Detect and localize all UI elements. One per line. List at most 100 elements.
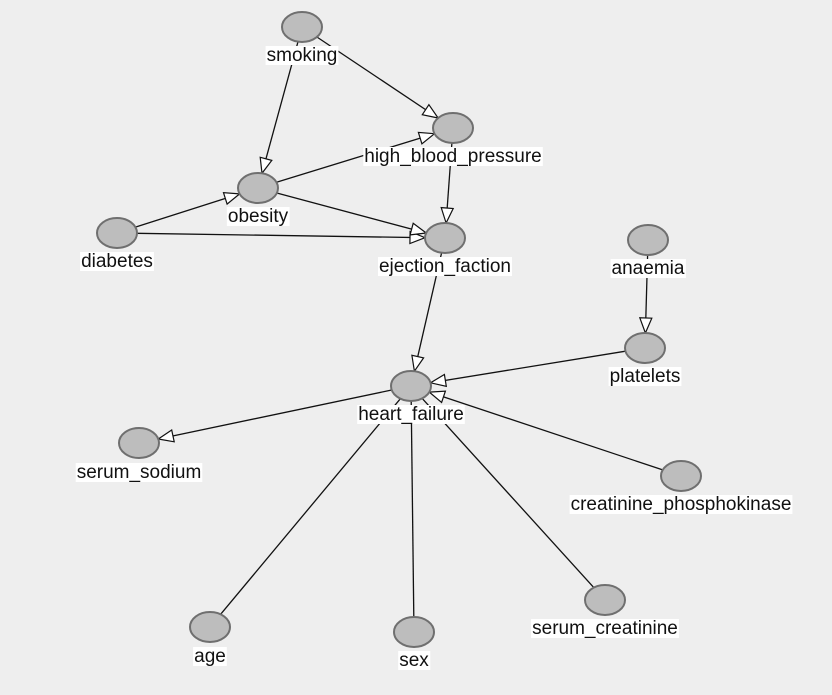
label-group-platelets: platelets (608, 366, 682, 387)
node-ellipse[interactable] (393, 616, 435, 648)
edge-serum_creatinine-to-heart_failure (421, 397, 595, 589)
node-ellipse[interactable] (96, 217, 138, 249)
label-group-age: age (193, 646, 227, 667)
edge-obesity-to-ejection_faction (276, 192, 428, 236)
label-group-obesity: obesity (226, 206, 290, 227)
node-ellipse[interactable] (624, 332, 666, 364)
edges-layer (135, 36, 663, 618)
edge-diabetes-to-ejection_faction (136, 230, 427, 245)
node-high_blood_pressure[interactable] (432, 112, 474, 144)
edge-line (421, 397, 595, 589)
node-smoking[interactable] (281, 11, 323, 43)
arrowhead-icon (222, 192, 242, 206)
node-heart_failure[interactable] (390, 370, 432, 402)
node-label: platelets (610, 366, 681, 387)
label-group-anaemia: anaemia (610, 258, 686, 279)
arrowhead-icon (428, 373, 448, 388)
node-label: serum_sodium (77, 462, 202, 483)
nodes-layer (96, 11, 702, 648)
label-group-serum_sodium: serum_sodium (75, 462, 203, 483)
label-background (363, 147, 543, 166)
arrowhead-icon (427, 390, 447, 404)
node-diabetes[interactable] (96, 217, 138, 249)
node-label: high_blood_pressure (364, 146, 541, 167)
node-ellipse[interactable] (237, 172, 279, 204)
node-label: smoking (267, 45, 338, 66)
label-background (265, 46, 339, 65)
arrowhead-icon (259, 156, 273, 175)
edge-line (276, 133, 435, 183)
edge-line (158, 389, 392, 440)
edge-line (430, 350, 626, 384)
arrowhead-icon (411, 354, 425, 373)
arrowhead-icon (638, 317, 653, 335)
edge-creatinine_phosphokinase-to-heart_failure (427, 390, 663, 471)
node-obesity[interactable] (237, 172, 279, 204)
label-group-diabetes: diabetes (80, 251, 154, 272)
label-background (357, 405, 465, 424)
node-label: ejection_faction (379, 256, 511, 277)
node-ellipse[interactable] (281, 11, 323, 43)
node-serum_sodium[interactable] (118, 427, 160, 459)
node-label: age (194, 646, 226, 667)
edge-line (410, 400, 415, 618)
node-ellipse[interactable] (390, 370, 432, 402)
edge-heart_failure-to-serum_sodium (156, 389, 392, 443)
node-ellipse[interactable] (189, 611, 231, 643)
label-background (378, 257, 512, 276)
edge-age-to-heart_failure (220, 398, 401, 615)
edge-line (136, 232, 426, 239)
node-ellipse[interactable] (584, 584, 626, 616)
edge-line (135, 193, 240, 228)
label-background (569, 495, 793, 514)
label-background (610, 259, 686, 278)
arrowhead-icon (417, 131, 437, 145)
node-ejection_faction[interactable] (424, 222, 466, 254)
arrowhead-icon (156, 429, 175, 443)
node-label: anaemia (612, 258, 685, 279)
label-group-sex: sex (398, 650, 431, 671)
edge-line (220, 398, 401, 615)
arrowhead-icon (421, 103, 440, 119)
label-background (531, 619, 679, 638)
node-label: diabetes (81, 251, 153, 272)
node-ellipse[interactable] (424, 222, 466, 254)
node-ellipse[interactable] (118, 427, 160, 459)
node-age[interactable] (189, 611, 231, 643)
edge-platelets-to-heart_failure (428, 350, 626, 388)
label-background (193, 647, 227, 666)
node-ellipse[interactable] (432, 112, 474, 144)
edge-line (276, 192, 427, 234)
label-background (398, 651, 431, 670)
edge-diabetes-to-obesity (135, 192, 242, 228)
label-group-high_blood_pressure: high_blood_pressure (363, 146, 543, 167)
node-serum_creatinine[interactable] (584, 584, 626, 616)
label-background (608, 367, 682, 386)
node-label: sex (399, 650, 429, 671)
arrowhead-icon (440, 206, 455, 225)
label-background (75, 463, 203, 482)
edge-obesity-to-high_blood_pressure (276, 131, 437, 183)
node-ellipse[interactable] (660, 460, 702, 492)
node-label: serum_creatinine (532, 618, 678, 639)
node-creatinine_phosphokinase[interactable] (660, 460, 702, 492)
label-group-creatinine_phosphokinase: creatinine_phosphokinase (569, 494, 793, 515)
node-anaemia[interactable] (627, 224, 669, 256)
node-label: creatinine_phosphokinase (571, 494, 792, 515)
label-group-serum_creatinine: serum_creatinine (531, 618, 679, 639)
node-platelets[interactable] (624, 332, 666, 364)
arrowhead-icon (409, 222, 428, 236)
node-sex[interactable] (393, 616, 435, 648)
edge-sex-to-heart_failure (410, 400, 415, 618)
node-ellipse[interactable] (627, 224, 669, 256)
node-label: obesity (228, 206, 289, 227)
label-group-smoking: smoking (265, 45, 339, 66)
label-background (226, 207, 290, 226)
node-label: heart_failure (358, 404, 464, 425)
edge-line (429, 391, 663, 471)
label-group-ejection_faction: ejection_faction (378, 256, 512, 277)
label-background (80, 252, 154, 271)
